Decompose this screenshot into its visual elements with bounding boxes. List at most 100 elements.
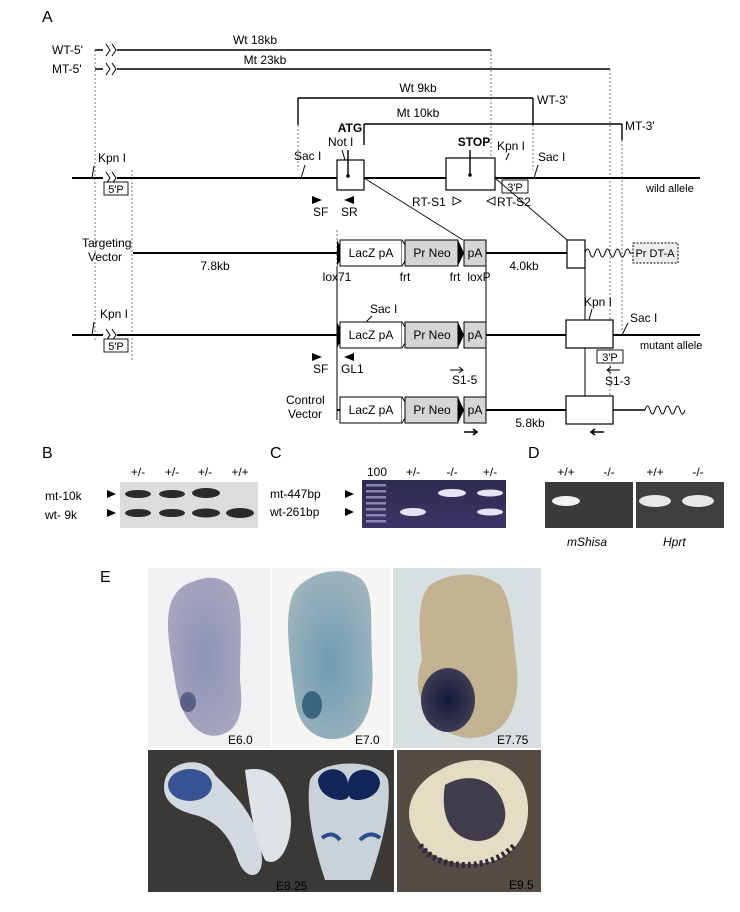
sac-i-label-2: Sac I [538,150,565,164]
exon1-box [336,159,365,191]
prneo-label-tv: Pr Neo [413,246,451,260]
targeting-label-1: Targeting [82,236,131,250]
southern-bands [125,488,254,518]
rt-s2-label: RT-S2 [497,195,531,209]
lacz-label-tv: LacZ pA [349,246,394,260]
cv-primer-rev [589,428,604,436]
sac-i-label-mutant-1: Sac I [370,302,397,316]
panel-b-lane-1: +/- [131,465,145,479]
sr-primer-arrow [344,196,354,204]
probe-5p-label-mutant: 5'P [108,341,124,353]
mutant-cassette [337,321,487,349]
hprt-band-2 [682,495,714,507]
kpn-i-label-1: Kpn I [497,139,525,153]
cv-backbone [644,405,686,415]
stage-e7-75: E7.75 [497,733,529,747]
sac-i-label-mutant-2: Sac I [630,311,657,325]
sf-label-2: SF [313,362,328,376]
sr-label: SR [341,205,358,219]
control-exon-box [565,395,614,425]
sf-primer-arrow [312,196,322,204]
embryo-e7-0 [288,571,373,740]
not-i-label: Not I [328,135,353,149]
panel-c-wt-label: wt-261bp [269,505,320,519]
pa-label-mut: pA [468,328,483,342]
control-cassette [339,396,487,424]
mt-23kb-label: Mt 23kb [244,53,287,67]
lacz-label-mut: LacZ pA [349,328,394,342]
probe-3p-label: 3'P [507,182,523,194]
panel-d-lane-3: +/+ [646,465,663,479]
mshisa-band [552,496,580,506]
wt-18kb-label: Wt 18kb [233,33,277,47]
probe-5p-box-mutant [103,338,129,353]
panel-label-e: E [100,569,111,586]
kpn-i-label-mutant: Kpn I [100,307,128,321]
gl1-label: GL1 [341,362,364,376]
wt-5-label: WT-5' [52,43,83,57]
targeting-cassette [337,239,487,267]
frt-label-1: frt [400,270,411,284]
s1-3-label: S1-3 [605,374,631,388]
sac-i-label-1: Sac I [294,149,321,163]
panel-b-mt-label: mt-10k [45,489,83,503]
panel-d-lane-4: -/- [692,465,703,479]
panel-d-lane-2: -/- [603,465,614,479]
pa-label-tv: pA [468,246,483,260]
probe-3p-box-mutant [596,349,624,364]
stop-label: STOP [458,135,490,149]
panel-b-lane-2: +/- [165,465,179,479]
site-ticks-wild [91,149,539,179]
southern-blot [120,482,258,528]
mutant-exon-box [565,319,614,349]
panel-c-ladder: 100 [367,465,387,479]
panel-c-mt-label: mt-447bp [270,487,321,501]
panel-d-lane-1: +/+ [557,465,574,479]
lacz-label-cv: LacZ pA [349,403,394,417]
control-label-2: Vector [288,407,322,421]
control-label-1: Control [286,393,325,407]
gene-hprt: Hprt [663,535,686,549]
atg-label: ATG [338,121,362,135]
mt-5-label: MT-5' [52,62,82,76]
s1-5-arrow [450,366,464,374]
wt-3-label: WT-3' [537,93,568,107]
gene-mshisa: mShisa [567,535,607,549]
panel-c-lane-2: -/- [446,465,457,479]
rt-s1-label: RT-S1 [412,195,446,209]
stage-e7-0: E7.0 [355,733,380,747]
sf-primer-arrow-2 [312,353,322,361]
panel-label-c: C [270,445,282,462]
tv-vector-backbone [584,248,635,258]
cv-primer-fwd [464,428,479,436]
mutant-allele-label: mutant allele [640,340,702,352]
mt-3-label: MT-3' [625,119,655,133]
panel-b-wt-label: wt- 9k [44,508,78,522]
dta-box [632,242,679,264]
ladder-bands [366,484,386,523]
panel-b-lane-3: +/- [198,465,212,479]
s1-3-arrow [606,366,620,374]
mt-10kb-label: Mt 10kb [397,106,440,120]
restriction-bracket-lines [95,49,623,145]
stage-e6-0: E6.0 [228,733,253,747]
pa-label-cv: pA [468,403,483,417]
prneo-label-cv: Pr Neo [413,403,451,417]
targeting-label-2: Vector [88,250,122,264]
hprt-band-1 [639,495,671,507]
panel-c-lane-1: +/- [406,465,420,479]
probe-5p-label: 5'P [108,184,124,196]
kb-5-8-label: 5.8kb [515,416,545,430]
sf-label: SF [313,205,328,219]
panel-label-d: D [528,445,540,462]
prneo-label-mut: Pr Neo [413,328,451,342]
kb-7-8-label: 7.8kb [200,259,230,273]
s1-5-label: S1-5 [452,373,478,387]
wild-allele-label: wild allele [645,183,694,195]
panel-label-b: B [42,445,53,462]
frt-label-2: frt [450,270,461,284]
panel-label-a: A [42,9,53,26]
panel-b-lane-4: +/+ [231,465,248,479]
tv-homology-3-box [566,239,586,269]
